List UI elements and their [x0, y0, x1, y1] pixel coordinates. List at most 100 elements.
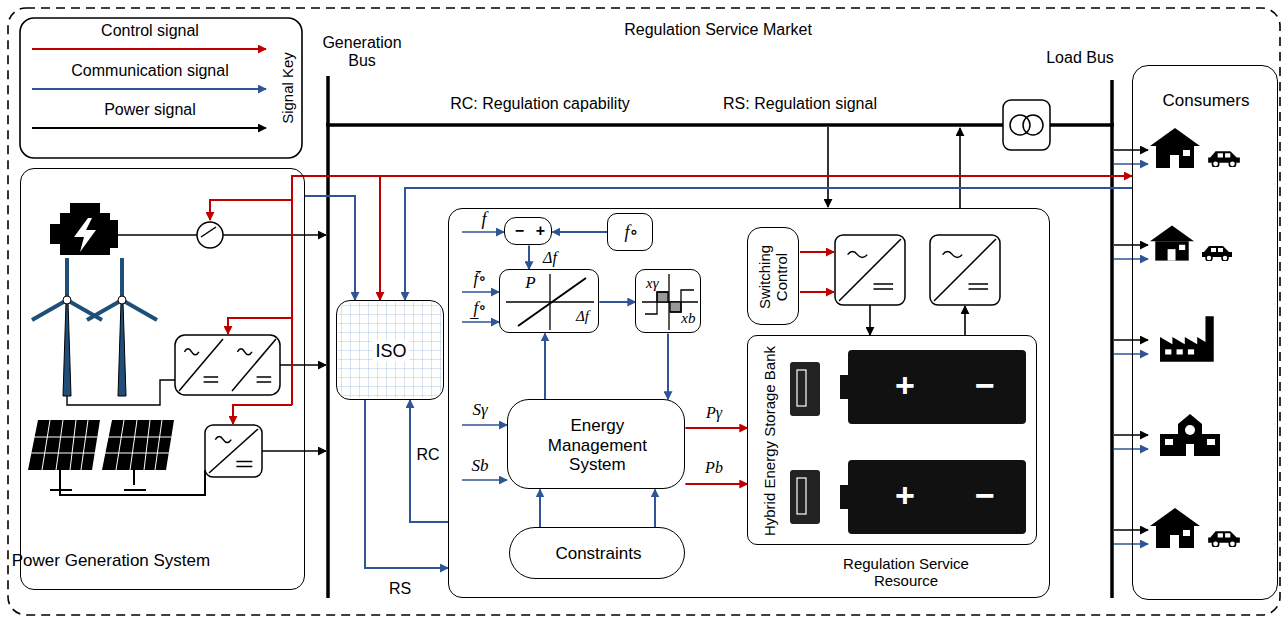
- signal-connector: [539, 489, 541, 527]
- text-holder: Communication signal: [71, 62, 228, 80]
- text-holder: −: [515, 222, 524, 240]
- converter-symbol: [839, 239, 901, 301]
- battery-symbol: [790, 362, 820, 416]
- consumer-feed: [1114, 434, 1148, 436]
- droop-box: P Δf: [499, 269, 599, 333]
- battery-symbol: [797, 370, 806, 406]
- text-holder: Pb: [702, 459, 726, 477]
- power-arrow: [959, 128, 961, 208]
- text-holder: P: [525, 274, 535, 294]
- node-text: f∘: [624, 222, 638, 243]
- signal-name: f̄∘: [473, 269, 486, 289]
- edge-label: Pb: [702, 459, 726, 477]
- iso-box: ISO: [336, 300, 444, 400]
- text-holder: Switching Control: [757, 233, 793, 321]
- wind-turbine: [118, 302, 126, 396]
- wind-turbine: [122, 300, 157, 320]
- node-text: Hybrid Energy Storage Bank: [761, 346, 778, 536]
- consumer-icon: [1150, 508, 1200, 548]
- transformer-symbol: [1010, 115, 1030, 135]
- signal-arrow: [462, 321, 499, 323]
- text-holder: RC: [413, 446, 442, 464]
- wind-turbine: [120, 258, 124, 300]
- node-text: xb: [681, 310, 695, 327]
- text-holder: Regulation Service Market: [624, 21, 812, 39]
- converter-symbol: [179, 339, 223, 391]
- text-holder: f̲∘: [473, 298, 486, 318]
- red-control-stub: [210, 176, 834, 424]
- consumer-icon: [1208, 531, 1240, 547]
- legend-line: [32, 48, 266, 50]
- consumer-feed: [1114, 353, 1148, 355]
- signal-name: Sb: [472, 456, 489, 476]
- engine-icon: [74, 218, 96, 252]
- text-holder: +: [895, 366, 915, 405]
- signal-connector: [654, 489, 656, 527]
- terminal-sign: +: [895, 476, 915, 515]
- node-text: xγ: [646, 275, 659, 292]
- solar-panel: [31, 420, 171, 470]
- power-arrow: [223, 234, 326, 236]
- transformer-symbol: [1003, 100, 1050, 150]
- signal-connector: [380, 176, 1132, 300]
- bus-lines: [326, 123, 1114, 127]
- text-holder: Sγ: [472, 400, 487, 420]
- text-holder: Δf: [576, 307, 589, 325]
- legend-line: [32, 127, 266, 129]
- iso-grid: [338, 302, 442, 398]
- converter-symbol: [236, 461, 252, 466]
- signal-connector: [365, 400, 448, 568]
- consumer-icon: [1150, 128, 1240, 548]
- node-text: P: [525, 274, 535, 294]
- consumer-feed: [1114, 448, 1148, 450]
- engine-icon: [118, 234, 197, 236]
- converter-outline: [175, 335, 280, 395]
- text-holder: Constraints: [555, 545, 641, 565]
- bus-lines: [326, 76, 1114, 598]
- text-holder: Signal Key: [279, 52, 297, 124]
- process-box: Constraints: [509, 527, 685, 579]
- signal-connector: [685, 427, 747, 429]
- edge-label: Δf: [540, 249, 560, 267]
- converter-symbol: [943, 252, 963, 258]
- node-text: Energy Management System: [522, 416, 672, 475]
- wind-turbine: [87, 300, 122, 320]
- wind-turbine: [63, 302, 71, 396]
- process-box: Energy Management System: [507, 399, 685, 489]
- consumer-icon: [1150, 225, 1194, 260]
- hysteresis-axes: [670, 302, 681, 312]
- control-box: Switching Control: [747, 227, 799, 325]
- power-arrow: [827, 127, 829, 207]
- converter-symbol: [204, 377, 219, 382]
- signal-name: Sγ: [472, 400, 487, 420]
- wind-turbine: [32, 258, 175, 405]
- wind-turbine: [67, 300, 102, 320]
- signal-arrow: [462, 479, 507, 481]
- power-arrow: [262, 450, 326, 452]
- bus-lines: [326, 76, 330, 598]
- signal-arrow: [462, 424, 507, 426]
- engine-icon: [60, 213, 110, 255]
- consumer-feed: [1114, 339, 1148, 341]
- converter-symbol: [232, 339, 276, 391]
- hysteresis-axes: [642, 274, 698, 330]
- consumer-feed: [1114, 529, 1148, 531]
- red-control-stub: [800, 251, 834, 253]
- signal-arrow: [462, 231, 504, 233]
- consumer-feed: [1114, 258, 1148, 260]
- text-holder: RS: [386, 580, 414, 598]
- legend-line: [32, 49, 266, 128]
- terminal-sign: −: [975, 366, 995, 405]
- solar-panel: [28, 420, 205, 495]
- text-holder: Energy Management System: [522, 416, 672, 475]
- signal-arrow: [462, 232, 507, 480]
- bus-lines: [1110, 80, 1114, 598]
- converter-outline: [205, 425, 262, 477]
- text-holder: Load Bus: [1045, 49, 1115, 67]
- text-holder: f̄∘: [473, 269, 486, 289]
- engine-icon: [70, 203, 100, 213]
- text-holder: Power signal: [104, 101, 196, 119]
- converter-symbol: [215, 437, 231, 443]
- converter-symbol: [257, 377, 272, 382]
- hysteresis-axes: [645, 292, 668, 314]
